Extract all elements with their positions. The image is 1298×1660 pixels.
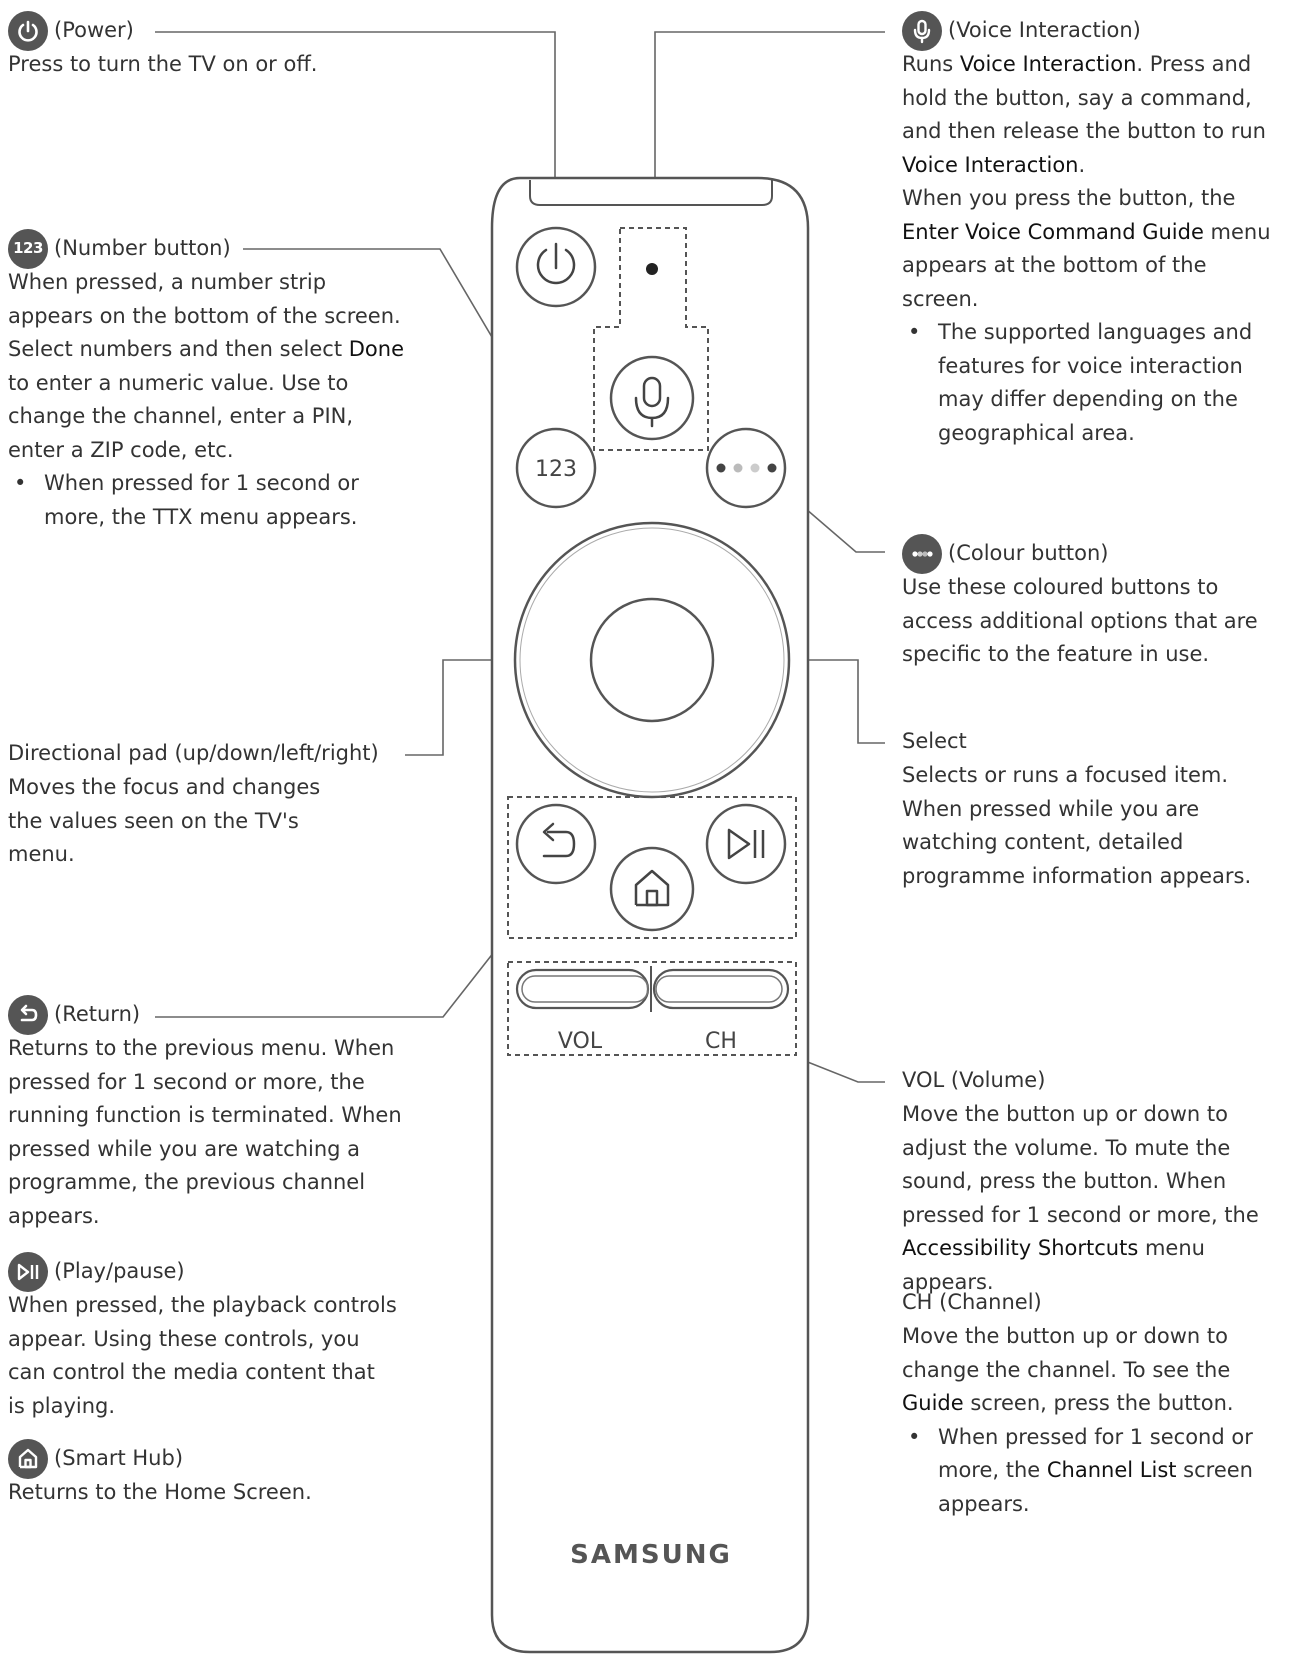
number-title: (Number button) <box>54 236 231 261</box>
return-desc: Returns to the previous menu. When press… <box>8 1036 402 1228</box>
colour-dots-icon <box>902 534 942 574</box>
microphone-icon <box>634 376 670 428</box>
power-title-row: (Power) <box>8 11 388 51</box>
leader-lines <box>155 31 885 1083</box>
select-title: Select <box>902 729 967 754</box>
number-title-row: 123 (Number button) <box>8 229 408 269</box>
power-desc: Press to turn the TV on or off. <box>8 52 318 76</box>
remote-number-button[interactable]: 123 <box>515 427 597 509</box>
dpad-desc: Moves the focus and changes the values s… <box>8 775 321 866</box>
leader-voice <box>654 31 885 228</box>
vol-title: VOL (Volume) <box>902 1068 1046 1093</box>
playpause-section: (Play/pause) When pressed, the playback … <box>8 1252 408 1423</box>
voice-bullet: The supported languages and features for… <box>904 316 1258 450</box>
return-title: (Return) <box>54 1002 141 1027</box>
return-title-row: (Return) <box>8 995 408 1035</box>
playpause-desc: When pressed, the playback controls appe… <box>8 1293 397 1418</box>
leader-power <box>155 31 556 228</box>
ch-title: CH (Channel) <box>902 1290 1042 1315</box>
remote-play-pause-button[interactable] <box>705 803 787 885</box>
remote-number-label: 123 <box>535 457 577 482</box>
number-section: 123 (Number button) When pressed, a numb… <box>8 229 408 534</box>
power-title: (Power) <box>54 18 134 43</box>
remote-top-cap <box>529 180 773 206</box>
smarthub-desc: Returns to the Home Screen. <box>8 1480 312 1504</box>
return-section: (Return) Returns to the previous menu. W… <box>8 995 408 1233</box>
remote-power-button[interactable] <box>515 226 597 308</box>
brand-logo: SAMSUNG <box>570 1540 732 1570</box>
smarthub-title: (Smart Hub) <box>54 1446 184 1471</box>
dpad-title: Directional pad (up/down/left/right) <box>8 741 379 766</box>
mic-hole <box>646 263 658 275</box>
remote-ch-label: CH <box>705 1029 737 1054</box>
home-icon <box>634 869 670 907</box>
voice-title: (Voice Interaction) <box>948 18 1141 43</box>
remote-ch-rocker[interactable] <box>652 968 790 1010</box>
voice-desc-2: When you press the button, the Enter Voi… <box>902 186 1271 311</box>
mic-region <box>593 227 709 451</box>
select-desc: Selects or runs a focused item. When pre… <box>902 763 1252 888</box>
ch-bullet: When pressed for 1 second or more, the C… <box>904 1421 1258 1522</box>
home-icon <box>8 1439 48 1479</box>
ch-desc: Move the button up or down to change the… <box>902 1324 1234 1415</box>
colour-desc: Use these coloured buttons to access add… <box>902 575 1258 666</box>
colour-title-row: (Colour button) <box>902 534 1288 574</box>
colour-dots-icon <box>716 463 777 473</box>
ch-section: CH (Channel) Move the button up or down … <box>902 1286 1288 1521</box>
number-icon: 123 <box>8 229 48 269</box>
return-icon <box>8 995 48 1035</box>
return-icon <box>542 822 576 858</box>
leader-return <box>155 937 506 1018</box>
remote-return-button[interactable] <box>515 803 597 885</box>
microphone-icon <box>902 11 942 51</box>
rocker-region <box>507 961 797 1056</box>
play-pause-icon <box>8 1252 48 1292</box>
control-region <box>507 796 797 939</box>
vol-desc: Move the button up or down to adjust the… <box>902 1102 1259 1294</box>
remote-home-button[interactable] <box>609 846 695 932</box>
voice-section: (Voice Interaction) Runs Voice Interacti… <box>902 11 1288 450</box>
playpause-title-row: (Play/pause) <box>8 1252 408 1292</box>
power-section: (Power) Press to turn the TV on or off. <box>8 11 388 82</box>
voice-desc-1: Runs Voice Interaction. Press and hold t… <box>902 52 1266 177</box>
leader-vol <box>789 1054 885 1083</box>
colour-section: (Colour button) Use these coloured butto… <box>902 534 1288 672</box>
dpad-section: Directional pad (up/down/left/right) Mov… <box>8 737 408 872</box>
remote-select-button[interactable] <box>589 597 715 723</box>
vol-section: VOL (Volume) Move the button up or down … <box>902 1064 1292 1299</box>
smarthub-title-row: (Smart Hub) <box>8 1439 408 1479</box>
voice-title-row: (Voice Interaction) <box>902 11 1288 51</box>
remote-colour-button[interactable] <box>705 427 787 509</box>
smarthub-section: (Smart Hub) Returns to the Home Screen. <box>8 1439 408 1510</box>
number-bullet: When pressed for 1 second or more, the T… <box>10 467 408 534</box>
remote-vol-rocker[interactable] <box>515 968 650 1010</box>
playpause-title: (Play/pause) <box>54 1259 185 1284</box>
play-pause-icon <box>727 828 765 860</box>
remote-voice-button[interactable] <box>609 355 695 441</box>
power-icon <box>536 248 576 285</box>
select-section: Select Selects or runs a focused item. W… <box>902 725 1288 893</box>
colour-title: (Colour button) <box>948 541 1109 566</box>
remote-vol-label: VOL <box>558 1029 603 1054</box>
number-desc: When pressed, a number strip appears on … <box>8 270 404 462</box>
power-icon <box>8 11 48 51</box>
